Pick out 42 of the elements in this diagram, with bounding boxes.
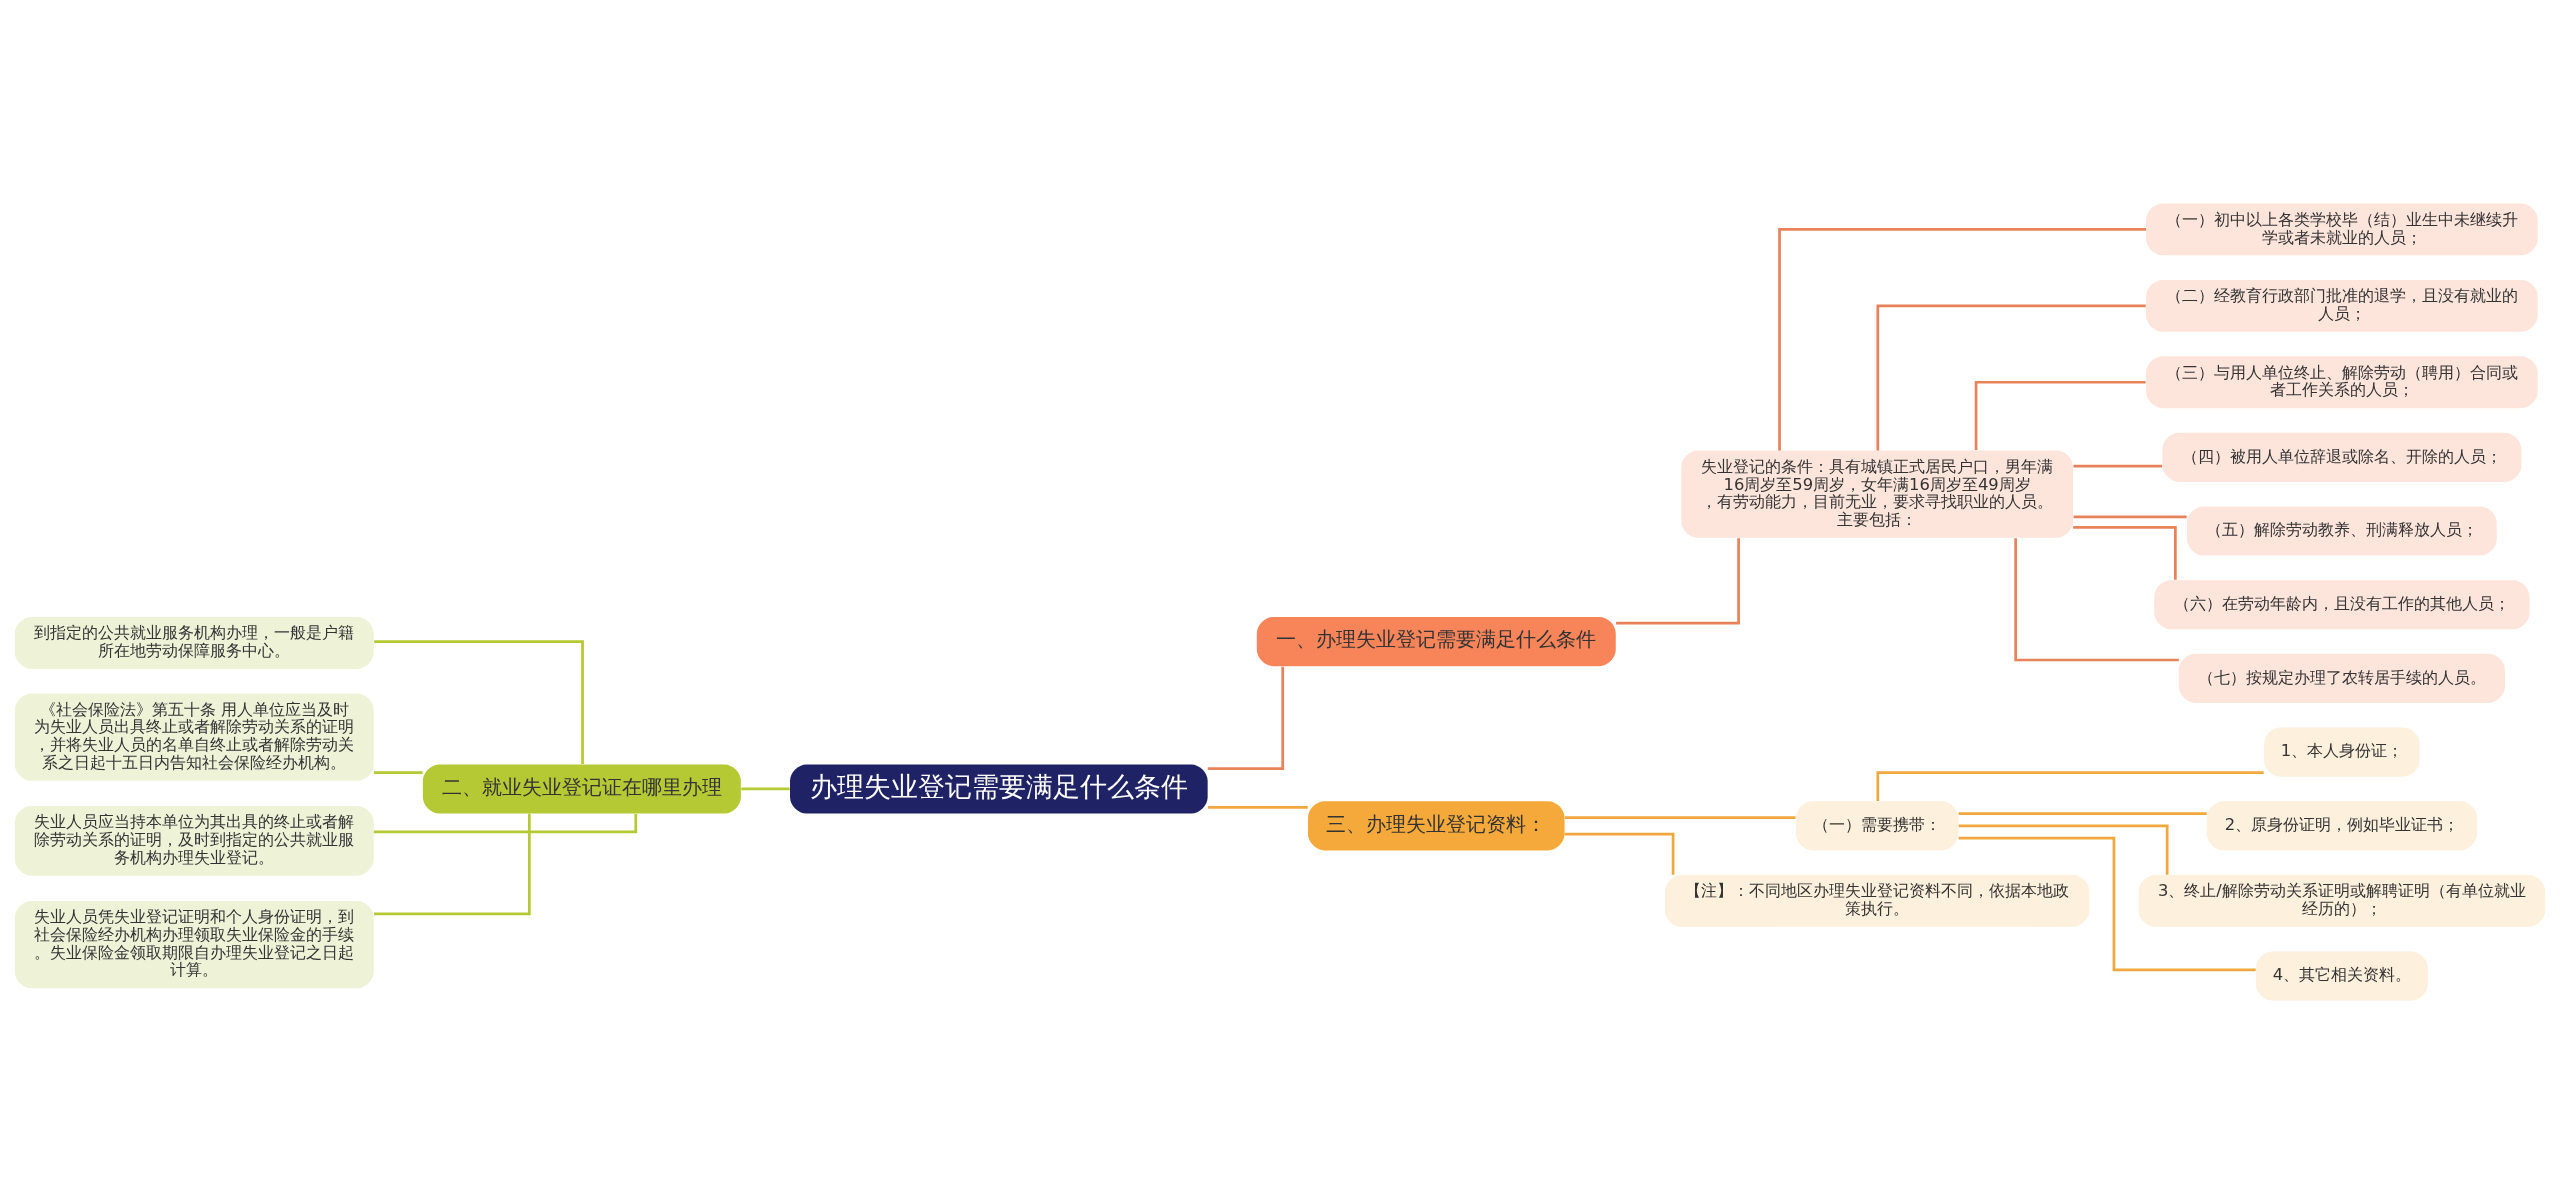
node-box: 失业登记的条件：具有城镇正式居民户口，男年满16周岁至59周岁，女年满16周岁至49周岁，有劳动能力，目前无业，要求寻找职业的人员。主要包括： xyxy=(1681,450,2073,538)
connector xyxy=(373,770,423,774)
node-box: （二）经教育行政部门批准的退学，且没有就业的人员； xyxy=(2146,279,2538,332)
connector xyxy=(1958,811,2207,815)
node-box: 【注】：不同地区办理失业登记资料不同，依据本地政策执行。 xyxy=(1664,874,2090,927)
node-box: （四）被用人单位辞退或除名、开除的人员； xyxy=(2162,432,2522,482)
node-box: 4、其它相关资料。 xyxy=(2255,950,2428,1001)
node-box: （七）按规定办理了农转居手续的人员。 xyxy=(2178,653,2505,703)
node-box: 三、办理失业登记资料： xyxy=(1308,800,1565,850)
node-box: 到指定的公共就业服务机构办理，一般是户籍所在地劳动保障服务中心。 xyxy=(14,616,374,669)
connector xyxy=(2014,537,2179,661)
connector xyxy=(2073,525,2177,580)
connector xyxy=(1778,227,2146,450)
node-box: 2、原身份证明，例如毕业证书； xyxy=(2206,800,2477,850)
connector xyxy=(1616,537,1740,625)
node-box: 1、本人身份证； xyxy=(2264,727,2420,777)
node-box: （三）与用人单位终止、解除劳动（聘用）合同或者工作关系的人员； xyxy=(2146,355,2538,408)
node-box: 3、终止/解除劳动关系证明或解聘证明（有单位就业经历的）； xyxy=(2138,874,2546,927)
connector xyxy=(1564,832,1675,875)
connector xyxy=(1564,815,1796,819)
node-box: （五）解除劳动教养、刑满释放人员； xyxy=(2186,505,2497,556)
connector xyxy=(1974,380,2146,450)
connector xyxy=(374,813,531,915)
connector xyxy=(1958,836,2256,971)
connector xyxy=(1876,303,2146,450)
connector xyxy=(2073,515,2187,518)
connector xyxy=(1207,666,1285,770)
node-box: （六）在劳动年龄内，且没有工作的其他人员； xyxy=(2154,579,2530,629)
connector xyxy=(741,787,790,790)
node-box: 二、就业失业登记证在哪里办理 xyxy=(422,763,741,814)
node-box: 办理失业登记需要满足什么条件 xyxy=(790,763,1208,814)
connector xyxy=(2073,464,2163,468)
node-box: 失业人员应当持本单位为其出具的终止或者解除劳动关系的证明，及时到指定的公共就业服务机构办理失业登记。 xyxy=(14,805,374,876)
node-box: 一、办理失业登记需要满足什么条件 xyxy=(1256,616,1616,666)
node-box: 《社会保险法》第五十条 用人单位应当及时为失业人员出具终止或者解除劳动关系的证明，并将失业人员的名单自终止或者解除劳动关系之日起十五日内告知社会保险经办机构。 xyxy=(14,692,374,781)
connector xyxy=(1207,805,1308,809)
node-box: 失业人员凭失业登记证明和个人身份证明，到社会保险经办机构办理领取失业保险金的手续。失业保险金领取期限自办理失业登记之日起计算。 xyxy=(14,900,374,988)
connector xyxy=(1958,823,2169,875)
connector xyxy=(373,813,638,833)
node-box: （一）需要携带： xyxy=(1795,800,1959,850)
node-box: （一）初中以上各类学校毕（结）业生中未继续升学或者未就业的人员； xyxy=(2146,202,2538,255)
connector xyxy=(374,639,584,764)
